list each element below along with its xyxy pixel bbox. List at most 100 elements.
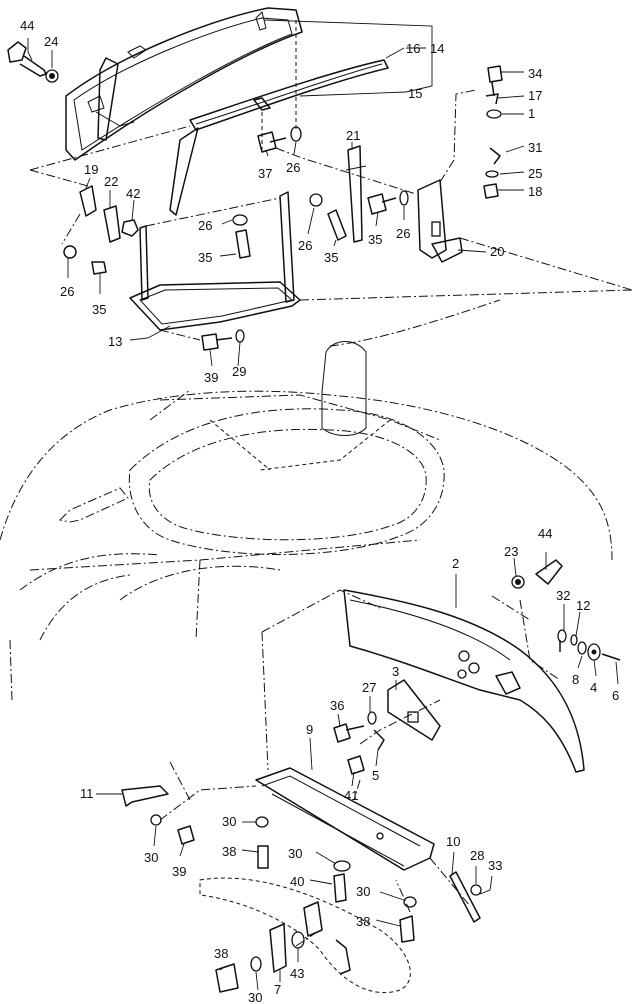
label-4: 4 [590, 680, 597, 695]
hood-panel-2 [343, 589, 585, 773]
label-37: 37 [258, 166, 272, 181]
label-38-b: 38 [356, 914, 370, 929]
label-39-low: 39 [172, 864, 186, 879]
latch-lower [303, 901, 351, 975]
label-15: 15 [408, 86, 422, 101]
label-3: 3 [392, 664, 399, 679]
nut-26-left [63, 245, 77, 259]
windshield-frame-rail [87, 95, 271, 216]
label-34: 34 [528, 66, 542, 81]
bolt-38-upper [257, 845, 269, 869]
label-20: 20 [490, 244, 504, 259]
bolt-35-far-left [91, 261, 107, 275]
washer-25 [485, 170, 499, 178]
label-2: 2 [452, 556, 459, 571]
knob-8-4-6 [577, 641, 621, 661]
label-10: 10 [446, 834, 460, 849]
label-19: 19 [84, 162, 98, 177]
clip-18 [483, 183, 499, 199]
bolt-40 [333, 873, 347, 903]
label-23: 23 [504, 544, 518, 559]
washer-26-mid [309, 193, 323, 207]
label-36: 36 [330, 698, 344, 713]
label-35-d: 35 [92, 302, 106, 317]
bolt-35-left [235, 229, 251, 259]
washer-1 [486, 109, 502, 119]
bolt-39-top [201, 333, 233, 351]
label-30-b: 30 [144, 850, 158, 865]
nut-41 [347, 755, 365, 775]
label-9: 9 [306, 722, 313, 737]
bolt-35-right [367, 193, 397, 215]
washer-30-center [333, 860, 351, 872]
wiper-motor-44-top [7, 41, 59, 83]
clip-5 [373, 729, 385, 751]
label-39-top: 39 [204, 370, 218, 385]
washer-30-right [403, 896, 417, 908]
bolt-38-right [399, 915, 415, 943]
bolt-38-lower [215, 963, 239, 993]
support-rod-10 [449, 871, 481, 923]
bolt-35-mid [327, 209, 347, 241]
label-30-a: 30 [222, 814, 236, 829]
label-17: 17 [528, 88, 542, 103]
washer-30-bottom [250, 956, 262, 972]
label-41: 41 [344, 788, 358, 803]
label-35-c: 35 [368, 232, 382, 247]
cab-body-outline [0, 299, 613, 701]
label-44-low: 44 [538, 526, 552, 541]
label-1: 1 [528, 106, 535, 121]
label-32: 32 [556, 588, 570, 603]
pin-17 [485, 93, 499, 105]
label-26-a: 26 [286, 160, 300, 175]
switch-32-12 [557, 629, 578, 652]
label-28: 28 [470, 848, 484, 863]
bolt-39-low [177, 825, 195, 845]
label-35-a: 35 [198, 250, 212, 265]
label-38-a: 38 [222, 844, 236, 859]
label-26-c: 26 [298, 238, 312, 253]
label-18: 18 [528, 184, 542, 199]
lower-plate [199, 877, 411, 994]
washer-29 [235, 329, 245, 343]
label-29: 29 [232, 364, 246, 379]
bracket-21-vertical [345, 145, 367, 243]
knob-34 [487, 65, 503, 97]
label-5: 5 [372, 768, 379, 783]
label-21: 21 [346, 128, 360, 143]
label-8: 8 [572, 672, 579, 687]
label-22: 22 [104, 174, 118, 189]
washer-27 [367, 711, 377, 725]
panel-9 [255, 767, 435, 871]
nut-42 [121, 219, 139, 237]
bracket-19 [79, 185, 97, 217]
label-26-b: 26 [198, 218, 212, 233]
label-38-c: 38 [214, 946, 228, 961]
label-25: 25 [528, 166, 542, 181]
label-13: 13 [108, 334, 122, 349]
label-12: 12 [576, 598, 590, 613]
part-labels: 44 24 16 14 15 34 17 1 31 25 18 21 19 22… [20, 18, 619, 1004]
label-7: 7 [274, 982, 281, 997]
label-33: 33 [488, 858, 502, 873]
label-24: 24 [44, 34, 58, 49]
label-42: 42 [126, 186, 140, 201]
wiper-motor-44-low [511, 559, 563, 589]
spring-31 [489, 147, 501, 165]
label-43: 43 [290, 966, 304, 981]
label-27: 27 [362, 680, 376, 695]
bracket-7 [269, 923, 287, 973]
label-16: 16 [406, 41, 420, 56]
label-30-d: 30 [356, 884, 370, 899]
label-14: 14 [430, 41, 444, 56]
label-40: 40 [290, 874, 304, 889]
label-35-b: 35 [324, 250, 338, 265]
washer-30-mid [255, 816, 269, 828]
washer-26-right [399, 190, 409, 206]
bracket-13-tray [129, 191, 301, 331]
leader-lines [27, 19, 619, 991]
label-44-top: 44 [20, 18, 34, 33]
washer-43 [291, 931, 305, 949]
label-31: 31 [528, 140, 542, 155]
